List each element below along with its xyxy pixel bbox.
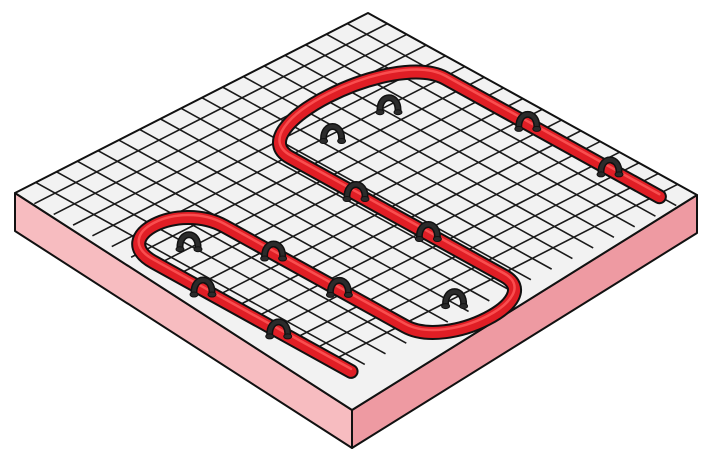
underfloor-heating-diagram: [0, 0, 707, 450]
